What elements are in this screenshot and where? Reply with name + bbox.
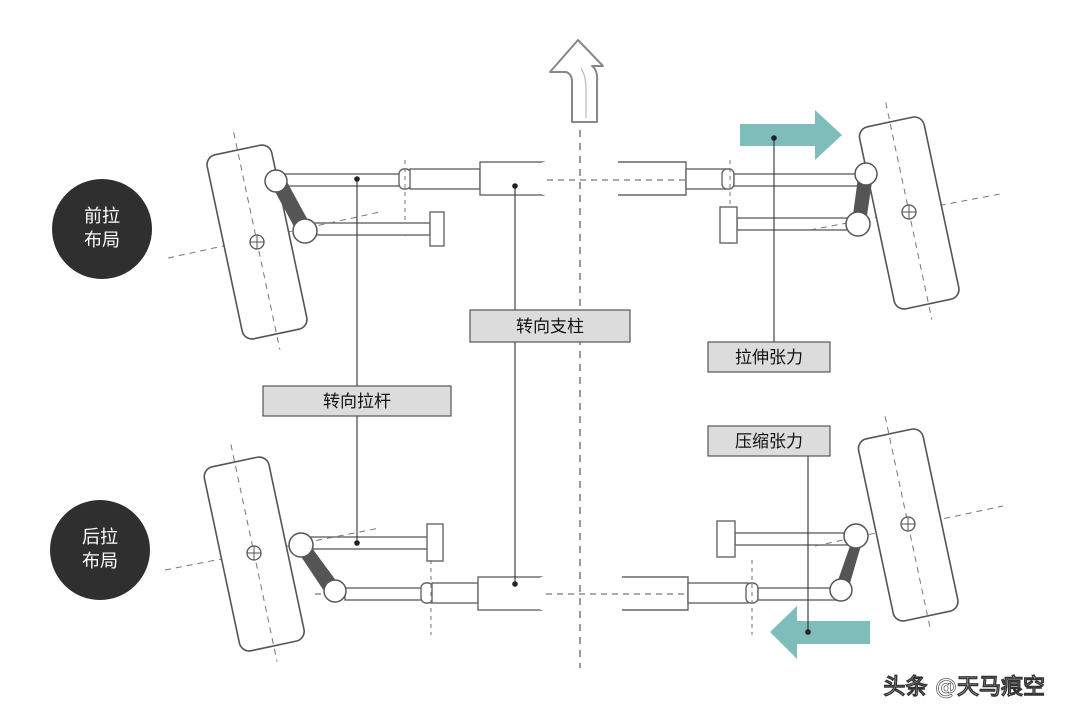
front-right-tie-rod xyxy=(733,173,859,187)
front-axle xyxy=(250,160,862,247)
front-rack-housing xyxy=(479,161,545,196)
rear-right-wheel xyxy=(814,416,1004,632)
tie-rod-label: 转向拉杆 xyxy=(262,385,452,417)
front-badge-line2: 布局 xyxy=(84,230,120,251)
rear-rack-housing xyxy=(477,576,543,611)
compression-force-label-text: 压缩张力 xyxy=(735,432,803,452)
compression-arrow-icon xyxy=(770,606,870,659)
front-right-steering-knuckle xyxy=(852,178,872,222)
front-right-wheel xyxy=(809,102,1001,320)
rear-badge-line1: 后拉 xyxy=(82,527,118,548)
tie-rod-label-text: 转向拉杆 xyxy=(323,392,391,412)
front-left-wheel xyxy=(167,132,381,350)
rear-right-steering-knuckle xyxy=(836,542,862,590)
tension-force-label: 拉伸张力 xyxy=(707,341,831,373)
rear-badge-line2: 布局 xyxy=(82,551,118,572)
rear-right-tie-rod xyxy=(757,587,839,601)
rear-left-tie-rod xyxy=(344,587,423,601)
rear-layout-badge: 后拉 布局 xyxy=(50,500,150,600)
leader-lines xyxy=(356,138,809,632)
rear-left-wheel xyxy=(164,444,381,662)
front-left-tie-rod xyxy=(279,173,401,187)
tension-force-label-text: 拉伸张力 xyxy=(735,348,803,368)
tension-arrow-icon xyxy=(740,110,842,160)
front-badge-line1: 前拉 xyxy=(84,206,120,227)
compression-force-label: 压缩张力 xyxy=(707,425,831,457)
forward-direction-arrow xyxy=(549,39,604,123)
steering-column-label-text: 转向支柱 xyxy=(516,317,584,337)
steering-column-label: 转向支柱 xyxy=(469,309,631,343)
front-layout-badge: 前拉 布局 xyxy=(52,179,152,279)
watermark: 头条 @天马痕空 xyxy=(883,674,1045,700)
rear-axle xyxy=(304,520,851,635)
